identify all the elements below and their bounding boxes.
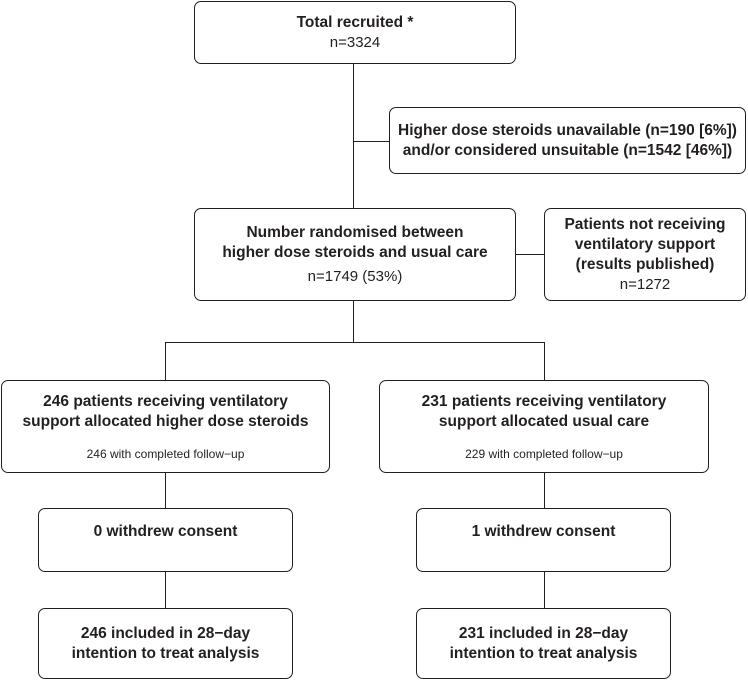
right-withdrew-box: 1 withdrew consent — [416, 508, 671, 572]
randomised-box: Number randomised between higher dose st… — [194, 208, 516, 301]
excluded-box: Higher dose steroids unavailable (n=190 … — [389, 107, 746, 174]
right-arm-followup: 229 with completed follow−up — [465, 446, 623, 461]
right-analysis-line1: 231 included in 28−day — [458, 624, 629, 642]
connector-split-left — [165, 342, 167, 380]
left-arm-followup: 246 with completed follow−up — [86, 446, 245, 461]
left-arm-line2: support allocated higher dose steroids — [22, 412, 309, 430]
total-recruited-box: Total recruited * n=3324 — [194, 1, 516, 64]
connector-to-excluded — [353, 141, 389, 143]
no-vent-line1: Patients not receiving — [564, 215, 726, 233]
right-arm-line1: 231 patients receiving ventilatory — [421, 392, 667, 410]
connector-left-withdrew-to-analysis — [165, 572, 167, 608]
connector-left-arm-to-withdrew — [165, 473, 167, 508]
excluded-line1: Higher dose steroids unavailable (n=190 … — [398, 121, 737, 139]
randomised-line1: Number randomised between — [246, 223, 464, 241]
connector-right-withdrew-to-analysis — [544, 572, 546, 608]
left-withdrew-text: 0 withdrew consent — [93, 523, 238, 540]
left-arm-box: 246 patients receiving ventilatory suppo… — [1, 380, 330, 473]
no-vent-count: n=1272 — [619, 275, 671, 293]
left-analysis-line2: intention to treat analysis — [71, 644, 260, 662]
connector-total-to-randomised — [353, 64, 355, 208]
right-analysis-line2: intention to treat analysis — [449, 644, 638, 662]
right-analysis-box: 231 included in 28−day intention to trea… — [416, 608, 671, 679]
left-withdrew-box: 0 withdrew consent — [38, 508, 293, 572]
connector-split-right — [544, 342, 546, 380]
total-recruited-title: Total recruited * — [296, 13, 414, 31]
total-recruited-count: n=3324 — [329, 33, 381, 51]
right-arm-line2: support allocated usual care — [438, 412, 650, 430]
left-arm-line1: 246 patients receiving ventilatory — [43, 392, 288, 410]
connector-to-no-vent — [515, 254, 544, 256]
right-withdrew-text: 1 withdrew consent — [471, 523, 616, 540]
no-vent-line2: ventilatory support — [574, 235, 716, 253]
excluded-line2: and/or considered unsuitable (n=1542 [46… — [402, 141, 733, 159]
connector-split-horizontal — [165, 342, 545, 344]
connector-randomised-to-split — [353, 301, 355, 343]
right-arm-box: 231 patients receiving ventilatory suppo… — [379, 380, 709, 473]
left-analysis-box: 246 included in 28−day intention to trea… — [38, 608, 293, 679]
left-analysis-line1: 246 included in 28−day — [80, 624, 251, 642]
randomised-count: n=1749 (53%) — [307, 267, 403, 285]
connector-right-arm-to-withdrew — [544, 473, 546, 508]
randomised-line2: higher dose steroids and usual care — [222, 243, 488, 261]
no-vent-line3: (results published) — [575, 255, 715, 273]
no-vent-box: Patients not receiving ventilatory suppo… — [544, 208, 746, 301]
